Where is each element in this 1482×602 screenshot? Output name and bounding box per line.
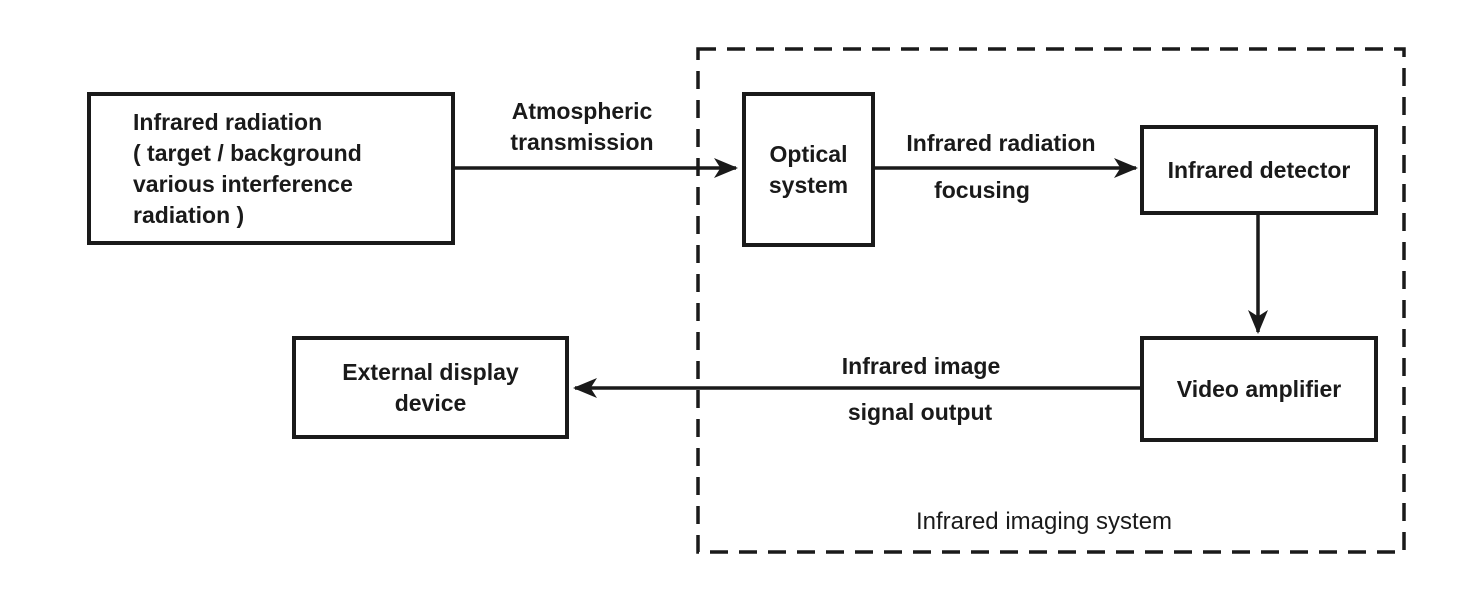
edge-label-focusing: focusing bbox=[934, 177, 1030, 203]
node-optical-system: Optical system bbox=[742, 92, 875, 247]
node-infrared-detector: Infrared detector bbox=[1140, 125, 1378, 215]
node-video-amplifier: Video amplifier bbox=[1140, 336, 1378, 442]
group-boundary-dashed-box bbox=[696, 47, 1406, 554]
node-external-display-device: External display device bbox=[292, 336, 569, 439]
edge-label-signal-output: signal output bbox=[847, 399, 993, 425]
edge-label-infrared-image: Infrared image bbox=[841, 353, 1001, 379]
edge-label-atmospheric-transmission: Atmospheric transmission bbox=[510, 98, 654, 155]
group-label-infrared-imaging-system: Infrared imaging system bbox=[915, 508, 1173, 535]
node-infrared-radiation: Infrared radiation ( target / background… bbox=[87, 92, 455, 245]
edge-label-infrared-radiation: Infrared radiation bbox=[906, 130, 1096, 156]
